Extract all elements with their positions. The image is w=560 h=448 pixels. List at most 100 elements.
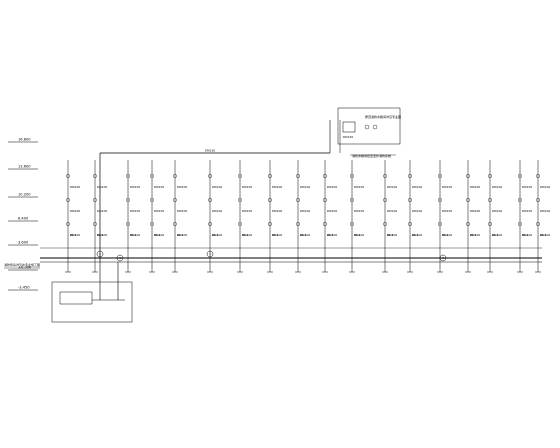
riser-size-label: DN100 xyxy=(387,209,397,213)
riser-size-label: DN100 xyxy=(272,185,282,189)
riser-size-label: DN100 xyxy=(70,209,80,213)
valve-symbol xyxy=(488,174,492,178)
riser-size-label: DN100 xyxy=(272,233,282,237)
riser-size-label: DN100 xyxy=(242,209,252,213)
valve-symbol xyxy=(518,198,522,202)
valve-symbol xyxy=(150,174,154,178)
riser-tag-label: XL-1 xyxy=(387,233,394,237)
level-label-f4: 10.200 xyxy=(18,193,31,197)
riser-size-label: DN100 xyxy=(387,233,397,237)
valve-symbol xyxy=(518,174,522,178)
riser-size-label: DN100 xyxy=(212,233,222,237)
pump-note: 消防泵房详见水专业施工图 xyxy=(4,262,40,267)
valve-symbol xyxy=(466,222,470,226)
riser-size-label: DN100 xyxy=(522,209,532,213)
valve-symbol xyxy=(126,222,130,226)
valve-symbol xyxy=(268,198,272,202)
valve-symbol xyxy=(408,222,412,226)
valve-symbol xyxy=(238,174,242,178)
riser-size-label: DN100 xyxy=(97,185,107,189)
riser-tag-label: XL-1 xyxy=(97,233,104,237)
valve-symbol xyxy=(208,198,212,202)
riser-tag-label: XL-1 xyxy=(522,233,529,237)
riser-size-label: DN100 xyxy=(412,209,422,213)
pipe-network: DN1501111 xyxy=(40,149,542,263)
riser-tag-label: XL-1 xyxy=(212,233,219,237)
pump-tank-symbol xyxy=(59,291,93,305)
pump-room-box xyxy=(51,281,133,323)
valve-symbol xyxy=(173,222,177,226)
riser-size-label: DN100 xyxy=(412,185,422,189)
riser-tag-label: XL-1 xyxy=(492,233,499,237)
level-label-f2: 3.600 xyxy=(18,241,29,245)
valve-symbol xyxy=(93,198,97,202)
valve-symbol xyxy=(350,198,354,202)
tank-note: 消防水箱间接至室外消防系统 xyxy=(352,153,391,158)
valve-symbol xyxy=(466,174,470,178)
valve-symbol xyxy=(208,222,212,226)
riser-tag-label: XL-1 xyxy=(540,233,547,237)
level-label-f1: ±0.000 xyxy=(18,266,32,270)
riser-tag-label: XL-1 xyxy=(300,233,307,237)
tank-title: 屋顶消防水箱间详见专业图 xyxy=(365,114,401,119)
valve-symbol xyxy=(93,222,97,226)
riser-tag-label: XL-1 xyxy=(177,233,184,237)
riser-size-label: DN100 xyxy=(130,185,140,189)
valve-symbol xyxy=(323,198,327,202)
valve-symbol xyxy=(323,222,327,226)
valve-symbol xyxy=(408,174,412,178)
riser-size-label: DN100 xyxy=(470,233,480,237)
riser-size-label: DN100 xyxy=(154,233,164,237)
riser-size-label: DN100 xyxy=(177,209,187,213)
valve-symbol xyxy=(350,222,354,226)
valve-symbol xyxy=(268,222,272,226)
riser-tag-label: XL-1 xyxy=(327,233,334,237)
circle-marker-1 xyxy=(116,254,124,262)
riser-tag-label: XL-1 xyxy=(70,233,77,237)
valve-symbol xyxy=(296,174,300,178)
valve-symbol xyxy=(536,198,540,202)
valve-symbol xyxy=(466,198,470,202)
riser-tag-label: XL-1 xyxy=(470,233,477,237)
valve-symbol xyxy=(488,222,492,226)
riser-tag-label: XL-1 xyxy=(242,233,249,237)
riser-size-label: DN100 xyxy=(492,209,502,213)
riser-size-label: DN100 xyxy=(492,185,502,189)
valve-symbol xyxy=(383,174,387,178)
tank-symbol xyxy=(342,121,356,133)
riser-size-label: DN100 xyxy=(272,209,282,213)
valve-symbol xyxy=(66,174,70,178)
circle-marker-tag: 1 xyxy=(99,252,101,256)
valve-symbol xyxy=(296,198,300,202)
valve-symbol xyxy=(438,222,442,226)
riser-size-label: DN100 xyxy=(540,185,550,189)
valve-symbol xyxy=(238,198,242,202)
valve-symbol xyxy=(93,174,97,178)
riser-size-label: DN100 xyxy=(387,185,397,189)
valve-symbol xyxy=(296,222,300,226)
riser-size-label: DN100 xyxy=(242,185,252,189)
riser-size-label: DN100 xyxy=(300,233,310,237)
riser-size-label: DN100 xyxy=(442,185,452,189)
valve-symbol xyxy=(438,198,442,202)
valve-symbol xyxy=(150,198,154,202)
level-label-base: -3.450 xyxy=(18,286,30,290)
riser-size-label: DN100 xyxy=(354,209,364,213)
riser-size-label: DN100 xyxy=(130,209,140,213)
riser-size-label: DN100 xyxy=(470,209,480,213)
riser-size-label: DN100 xyxy=(154,209,164,213)
riser-size-label: DN100 xyxy=(540,233,550,237)
top-main-pipe-label: DN150 xyxy=(205,149,215,153)
valve-symbol xyxy=(126,174,130,178)
riser-size-label: DN100 xyxy=(300,185,310,189)
valve-symbol xyxy=(438,174,442,178)
valve-symbol xyxy=(268,174,272,178)
valve-symbol xyxy=(383,198,387,202)
valve-symbol xyxy=(536,222,540,226)
valve-symbol xyxy=(150,222,154,226)
valve-symbol xyxy=(66,222,70,226)
valve-symbol xyxy=(173,198,177,202)
valve-symbol xyxy=(536,174,540,178)
